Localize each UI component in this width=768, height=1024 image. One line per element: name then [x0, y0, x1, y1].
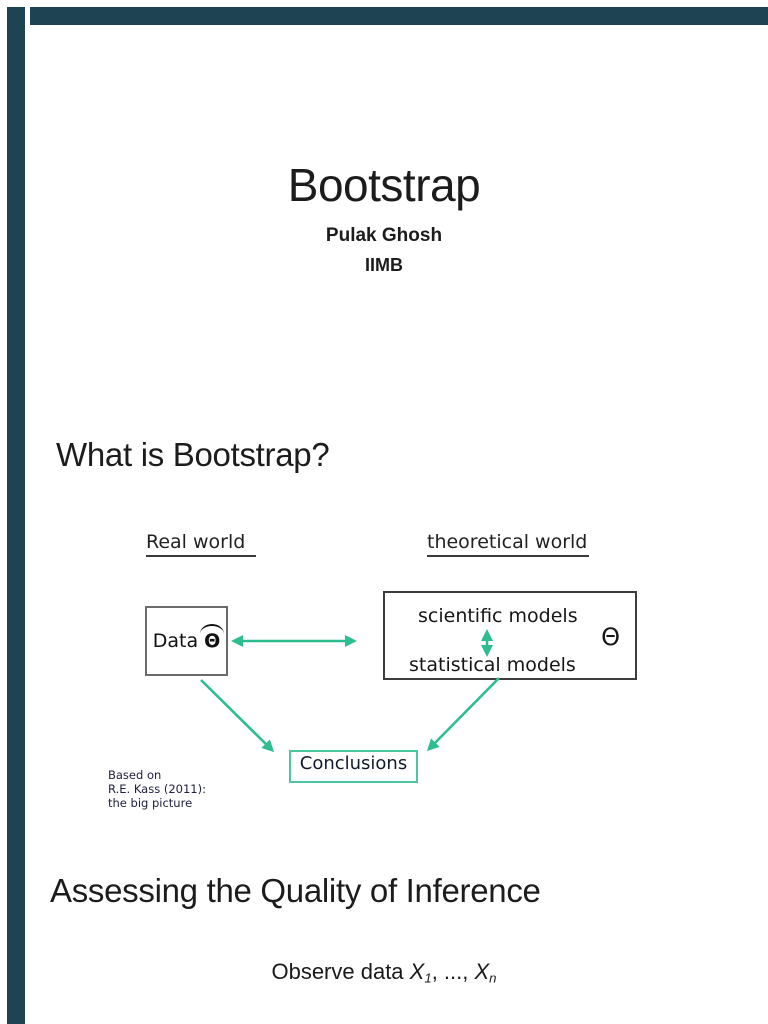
slide-title: Bootstrap [287, 159, 481, 211]
viewer-frame-left-bar [7, 7, 25, 1024]
arrow-data-to-conclusions [200, 679, 275, 753]
models-box: scientific models statistical models Θ [383, 591, 637, 680]
slide-institution: IIMB [365, 255, 403, 275]
math-var-x1: X [409, 959, 425, 984]
citation-line: R.E. Kass (2011): [108, 781, 206, 796]
conclusions-box: Conclusions [289, 750, 418, 783]
subscript-1: 1 [424, 970, 432, 986]
section-heading-what-is-bootstrap: What is Bootstrap? [56, 436, 330, 473]
statistical-models-label: statistical models [409, 654, 576, 676]
viewer-frame-top-bar [30, 7, 768, 25]
citation-line: Based on [108, 768, 162, 782]
data-box-label: Data [152, 630, 199, 652]
scientific-models-label: scientific models [418, 605, 578, 627]
theta-symbol: Θ [601, 623, 620, 651]
slide-author: Pulak Ghosh [325, 225, 443, 246]
data-box: Data Θ [145, 606, 228, 676]
diagram-label-real-world: Real world [146, 531, 257, 557]
observe-prefix: Observe data [271, 959, 410, 984]
citation-line: the big picture [108, 795, 193, 810]
diagram-label-theoretical-world: theoretical world [427, 531, 590, 557]
theta-hat-symbol: Θ [200, 624, 225, 652]
math-var-xn: X [474, 959, 490, 984]
conclusions-label: Conclusions [299, 753, 408, 774]
section-heading-assessing-quality: Assessing the Quality of Inference [50, 872, 541, 909]
subscript-n: n [489, 970, 497, 986]
observe-separator: , ..., [431, 959, 475, 984]
citation-note: Based on R.E. Kass (2011): the big pictu… [108, 768, 268, 810]
arrow-models-to-conclusions [426, 677, 500, 752]
observe-data-line: Observe data X1, ..., Xn [0, 959, 768, 986]
hat-decoration [200, 624, 225, 634]
